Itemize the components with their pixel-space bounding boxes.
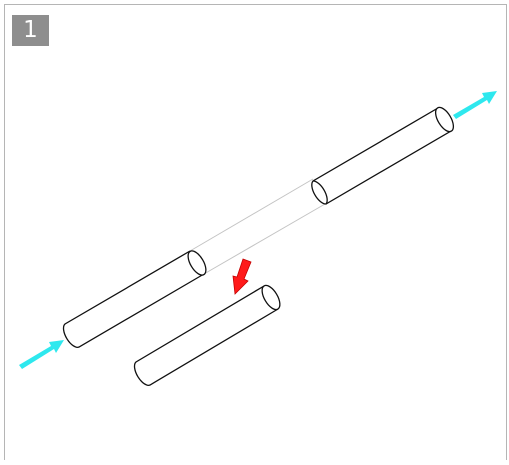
flow-out-arrow-icon [453, 91, 497, 119]
illustration-frame [4, 4, 507, 460]
replacement-pipe-section [133, 284, 281, 386]
removed-pipe-section [189, 178, 326, 275]
move-down-arrow-icon [232, 258, 252, 295]
step-number-badge: 1 [12, 15, 49, 46]
left-pipe-segment [62, 250, 207, 348]
flow-in-arrow-icon [19, 340, 64, 369]
right-pipe-segment [311, 106, 455, 205]
